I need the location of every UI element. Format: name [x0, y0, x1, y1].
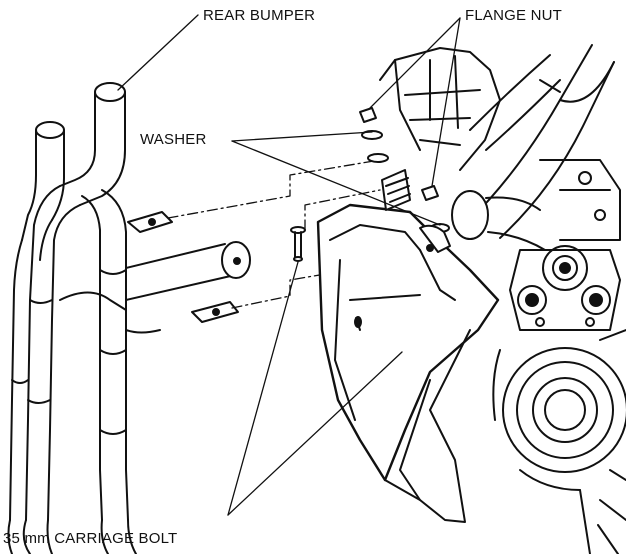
- label-washer: WASHER: [140, 131, 207, 148]
- label-carriage-bolt: 35 mm CARRIAGE BOLT: [3, 530, 178, 547]
- callout-leaders: [117, 14, 461, 516]
- rear-bumper-frame: [7, 82, 251, 554]
- label-flange-nut: FLANGE NUT: [465, 7, 563, 24]
- machine-body: [316, 44, 626, 554]
- carriage-bolt-upper: [290, 226, 306, 262]
- label-rear-bumper: REAR BUMPER: [203, 7, 316, 24]
